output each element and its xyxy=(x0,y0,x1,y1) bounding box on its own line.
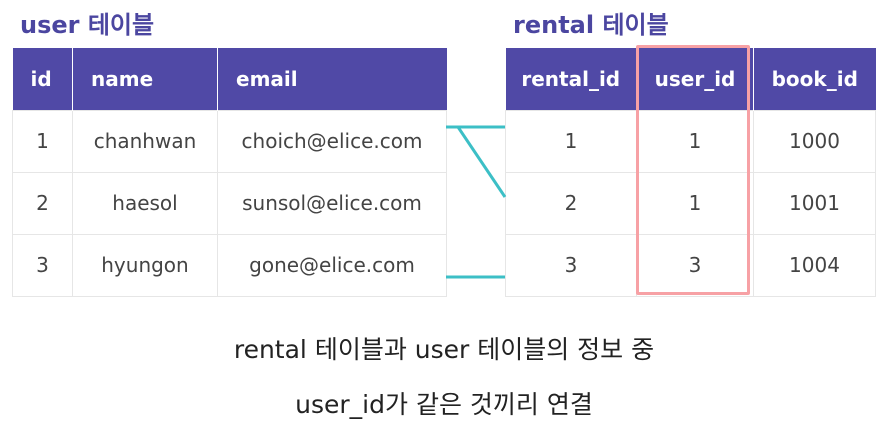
rental-table: rental_id user_id book_id 1 1 1000 2 1 1… xyxy=(505,48,876,297)
rental-cell-rental-id: 1 xyxy=(505,109,637,173)
user-column-id: id xyxy=(12,48,73,110)
user-column-name: name xyxy=(72,48,218,110)
table-row: 3 3 1004 xyxy=(505,233,876,297)
connector-line-diagonal xyxy=(456,126,507,198)
user-table-title: user 테이블 xyxy=(20,11,155,39)
rental-cell-rental-id: 3 xyxy=(505,233,637,297)
user-cell-id: 2 xyxy=(12,171,73,235)
user-column-email: email xyxy=(217,48,447,110)
rental-column-user-id: user_id xyxy=(636,48,754,110)
caption-line-1: rental 테이블과 user 테이블의 정보 중 xyxy=(233,335,655,364)
rental-cell-user-id: 1 xyxy=(636,109,754,173)
rental-table-header-row: rental_id user_id book_id xyxy=(505,48,876,110)
rental-column-book-id: book_id xyxy=(753,48,876,110)
user-cell-id: 1 xyxy=(12,109,73,173)
rental-column-rental-id: rental_id xyxy=(505,48,637,110)
user-table-header-row: id name email xyxy=(12,48,447,110)
user-cell-email: gone@elice.com xyxy=(217,233,447,297)
rental-cell-rental-id: 2 xyxy=(505,171,637,235)
rental-table-title: rental 테이블 xyxy=(513,11,669,39)
user-cell-name: hyungon xyxy=(72,233,218,297)
caption-line-2: user_id가 같은 것끼리 연결 xyxy=(295,390,593,419)
user-cell-email: sunsol@elice.com xyxy=(217,171,447,235)
rental-cell-book-id: 1004 xyxy=(753,233,876,297)
table-row: 1 chanhwan choich@elice.com xyxy=(12,109,447,173)
user-cell-name: haesol xyxy=(72,171,218,235)
user-cell-name: chanhwan xyxy=(72,109,218,173)
user-id-column-highlight xyxy=(636,45,750,295)
table-row: 2 haesol sunsol@elice.com xyxy=(12,171,447,235)
rental-cell-user-id: 3 xyxy=(636,233,754,297)
user-cell-id: 3 xyxy=(12,233,73,297)
user-cell-email: choich@elice.com xyxy=(217,109,447,173)
rental-cell-book-id: 1001 xyxy=(753,171,876,235)
table-row: 3 hyungon gone@elice.com xyxy=(12,233,447,297)
user-table: id name email 1 chanhwan choich@elice.co… xyxy=(12,48,447,297)
rental-cell-book-id: 1000 xyxy=(753,109,876,173)
table-row: 1 1 1000 xyxy=(505,109,876,173)
